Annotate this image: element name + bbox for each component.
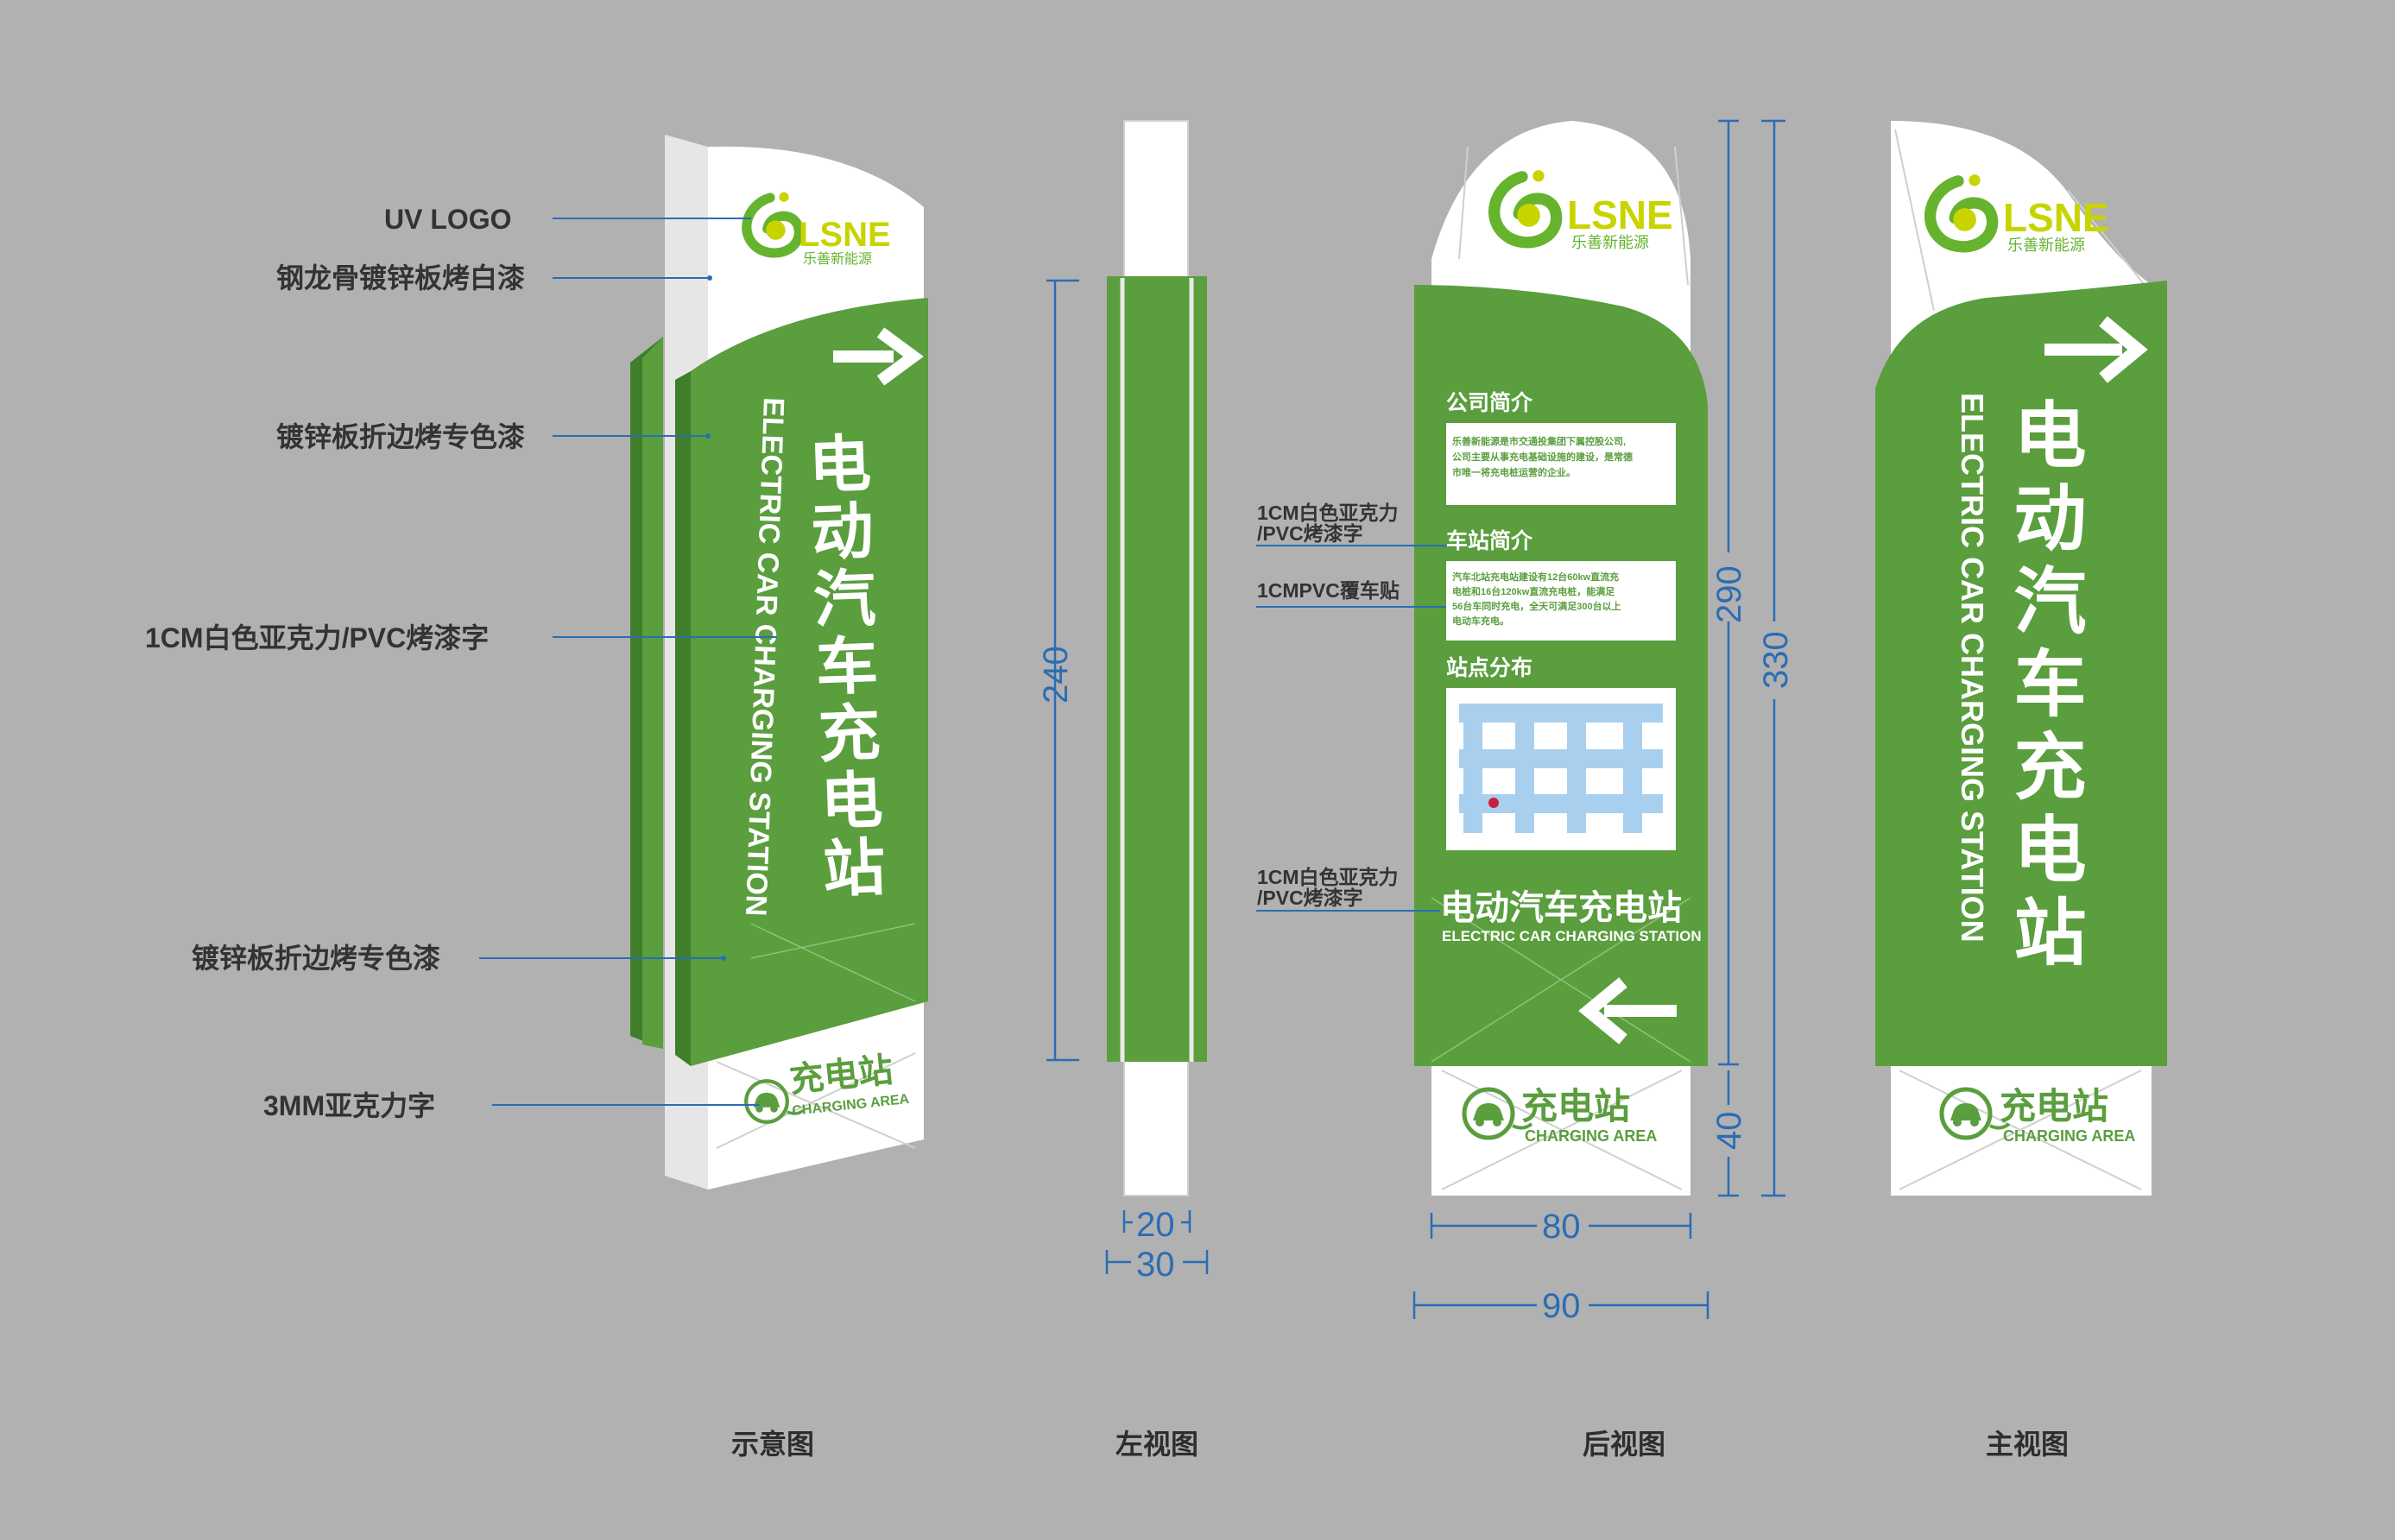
perspective-logo-subtitle: 乐善新能源 [803, 251, 872, 267]
back-annotations [1256, 545, 1446, 912]
back-title-cn: 电动汽车充电站 [1440, 889, 1682, 927]
caption-front-view: 主视图 [1986, 1429, 2069, 1460]
station-text-4: 电动车充电。 [1452, 615, 1509, 627]
label-galv-edge-1: 镀锌板折边烤专色漆 [276, 421, 525, 452]
company-text-2: 公司主要从事充电基础设施的建设，是常德 [1452, 451, 1633, 463]
station-text-box [1446, 561, 1676, 641]
left-annotations [479, 218, 777, 1106]
back-logo-text: LSNE [1567, 192, 1673, 237]
back-view: LSNE 乐善新能源 公司简介 乐善新能源是市交通投集团下属控股公司, 公司主要… [1414, 121, 1708, 1196]
back-label-acrylic-2-line1: 1CM白色亚克力 [1257, 866, 1399, 888]
back-area-cn: 充电站 [1521, 1086, 1630, 1127]
dim-back-width-outer-text: 90 [1542, 1287, 1581, 1325]
caption-perspective: 示意图 [731, 1429, 814, 1460]
station-text-2: 电桩和16台120kw直流充电桩，能满足 [1452, 585, 1615, 597]
company-text-1: 乐善新能源是市交通投集团下属控股公司, [1452, 435, 1626, 447]
dim-back-width-inner-text: 80 [1542, 1208, 1581, 1246]
front-title-en: ELECTRIC CAR CHARGING STATION [1955, 393, 1990, 943]
dim-left-height-text: 240 [1037, 646, 1075, 704]
map-heading: 站点分布 [1446, 655, 1532, 680]
dim-back-lower-text: 40 [1710, 1112, 1748, 1151]
front-title-cn: 电动汽车充电站 [2002, 397, 2087, 977]
label-steel-frame: 钢龙骨镀锌板烤白漆 [276, 262, 525, 293]
arrow-left-icon [1578, 977, 1677, 1045]
perspective-logo-text: LSNE [799, 216, 891, 254]
front-view-green-panel [1875, 281, 2167, 1066]
perspective-green-panel-edge [675, 371, 691, 1066]
station-map-roads [1459, 704, 1663, 833]
front-view: LSNE 乐善新能源 电动汽车充电站 ELECTRIC CAR CHARGING… [1875, 121, 2167, 1196]
dim-left-depth [1105, 1210, 1209, 1274]
map-location-pin-icon [1488, 798, 1499, 808]
perspective-view: LSNE 乐善新能源 电动汽车充电站 ELECTRIC CAR CHARGING… [630, 135, 928, 1190]
left-view: 240 20 30 [1037, 120, 1209, 1284]
dim-left-depth-inner-text: 20 [1136, 1206, 1175, 1244]
caption-back-view: 后视图 [1583, 1429, 1665, 1460]
company-text-3: 市唯一将充电桩运营的企业。 [1452, 466, 1576, 478]
front-logo-subtitle: 乐善新能源 [2007, 237, 2085, 254]
back-label-acrylic-2-line2: /PVC烤漆字 [1257, 887, 1363, 909]
dim-left-depth-outer-text: 30 [1136, 1246, 1175, 1284]
back-label-pvc-sticker: 1CMPVC覆车贴 [1257, 579, 1400, 602]
perspective-green-panel [691, 298, 928, 1066]
dim-back-total-text: 330 [1757, 631, 1795, 689]
front-logo-text: LSNE [2003, 195, 2109, 240]
station-text-1: 汽车北站充电站建设有12台60kw直流充 [1452, 571, 1619, 583]
label-galv-edge-2: 镀锌板折边烤专色漆 [192, 943, 440, 974]
label-acrylic-3mm: 3MM亚克力字 [263, 1090, 435, 1121]
company-text-box [1446, 423, 1676, 505]
caption-left-view: 左视图 [1115, 1429, 1198, 1460]
company-heading: 公司简介 [1446, 390, 1533, 415]
dim-back-upper-text: 290 [1710, 565, 1748, 623]
back-area-en: CHARGING AREA [1525, 1127, 1657, 1145]
back-logo-subtitle: 乐善新能源 [1571, 234, 1649, 251]
station-heading: 车站简介 [1446, 528, 1533, 553]
label-acrylic-1cm: 1CM白色亚克力/PVC烤漆字 [145, 622, 489, 653]
front-area-en: CHARGING AREA [2003, 1127, 2135, 1145]
back-title-en: ELECTRIC CAR CHARGING STATION [1442, 928, 1702, 944]
label-uv-logo: UV LOGO [384, 204, 512, 235]
front-arrow-right-icon [2044, 316, 2148, 383]
dim-left-height [1046, 279, 1079, 1062]
back-label-acrylic-1-line2: /PVC烤漆字 [1257, 522, 1363, 545]
arrow-right-icon [833, 327, 924, 386]
back-label-acrylic-1-line1: 1CM白色亚克力 [1257, 502, 1399, 524]
station-text-3: 56台车同时充电，全天可满足300台以上 [1452, 600, 1621, 612]
front-area-cn: 充电站 [2000, 1086, 2108, 1127]
perspective-title-cn: 电动汽车充电站 [797, 431, 886, 905]
